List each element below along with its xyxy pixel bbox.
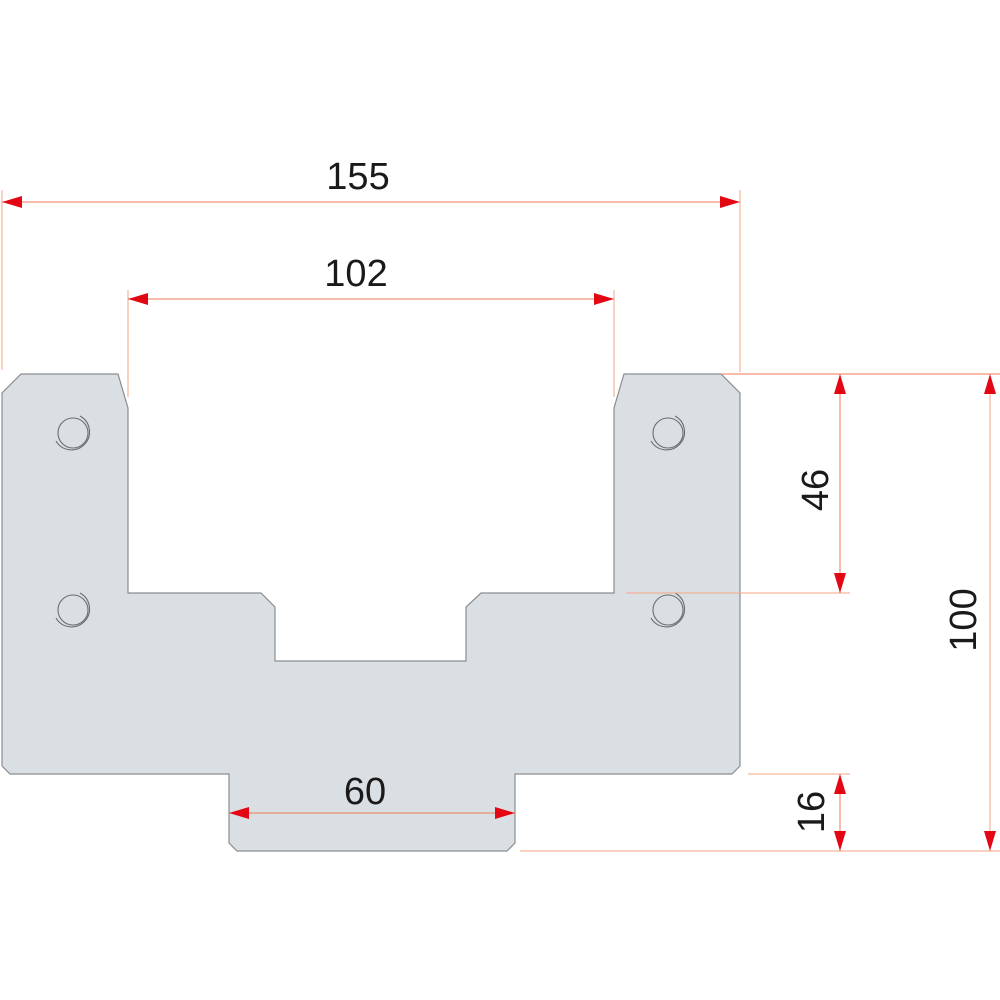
label-155: 155 [326,156,389,198]
dimension-slot-depth: 46 [626,373,1000,594]
label-102: 102 [324,253,387,295]
mounting-holes [55,415,686,628]
hole-bottom-right [650,592,686,628]
label-100: 100 [943,588,985,651]
dimension-inner-width: 102 [127,253,615,397]
dimension-overall-height: 100 [943,374,996,851]
dimension-tongue-width: 60 [229,771,515,819]
dimension-tongue-height: 16 [520,773,1000,852]
label-46: 46 [795,469,837,511]
part-profile [1,373,741,852]
dimension-overall-width: 155 [1,156,741,372]
label-16: 16 [791,791,833,833]
hole-top-left [55,415,91,451]
label-60: 60 [344,771,386,813]
hole-top-right [650,415,686,451]
hole-bottom-left [55,592,91,628]
